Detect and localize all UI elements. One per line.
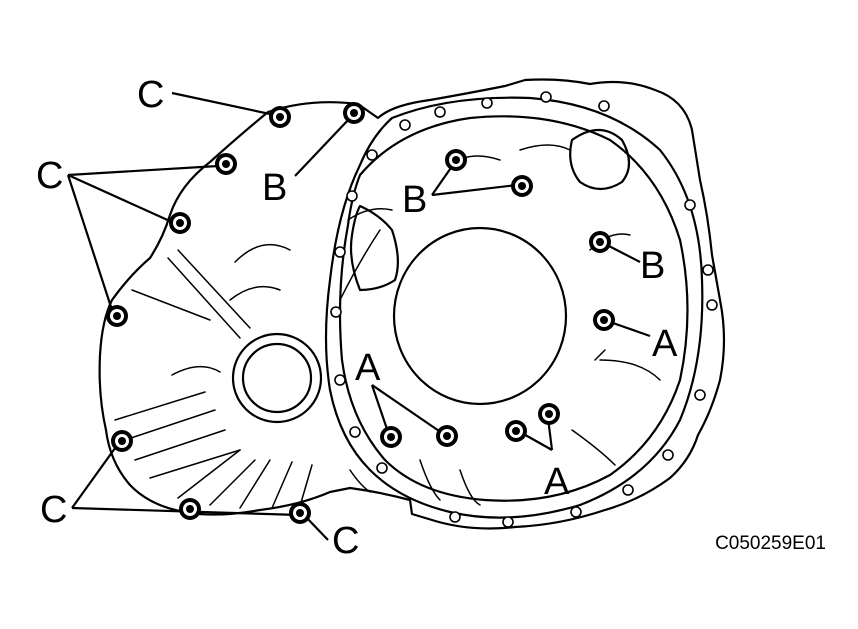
- callout-a-right: A: [652, 323, 678, 365]
- callout-b-left: B: [262, 167, 287, 209]
- flange-hole: [684, 199, 696, 211]
- flange-hole: [706, 299, 718, 311]
- callout-b-right: B: [640, 245, 665, 287]
- flange-hole: [598, 100, 610, 112]
- leader-b-right: [604, 243, 641, 263]
- bolt-b: [589, 231, 611, 253]
- bolt-b: [511, 175, 533, 197]
- callout-a-lower-right: A: [544, 461, 570, 503]
- bolt-c: [169, 212, 191, 234]
- flange-hole: [334, 246, 346, 258]
- flange-hole: [434, 106, 446, 118]
- leader-b-left: [294, 117, 351, 177]
- bolt-a: [538, 403, 560, 425]
- flange-hole: [662, 449, 674, 461]
- leader-c-bl-1: [71, 443, 119, 509]
- flange-holes: [330, 91, 718, 528]
- differential-boss-inner: [241, 342, 313, 414]
- bolt-b: [445, 149, 467, 171]
- bolts: [106, 102, 615, 524]
- leader-c-left-1: [67, 164, 219, 177]
- bolt-c: [269, 106, 291, 128]
- flange-hole: [622, 484, 634, 496]
- upper-boss: [569, 128, 631, 191]
- flange-hole: [449, 511, 461, 523]
- flange-hole: [330, 306, 342, 318]
- figure-code: C050259E01: [715, 533, 826, 554]
- bell-flange-outer: [324, 96, 704, 519]
- housing-outline: [98, 78, 726, 530]
- callout-c-bottom-right: C: [332, 520, 359, 562]
- flange-hole: [481, 97, 493, 109]
- flange-hole: [570, 506, 582, 518]
- leader-a-ll-1: [370, 384, 390, 433]
- callout-b-middle: B: [402, 179, 427, 221]
- flange-hole: [376, 462, 388, 474]
- flange-hole: [349, 426, 361, 438]
- bolt-a: [436, 425, 458, 447]
- flange-hole: [366, 149, 378, 161]
- flange-hole: [502, 516, 514, 528]
- leader-c-top: [171, 91, 271, 116]
- flange-hole: [702, 264, 714, 276]
- bolt-c: [289, 502, 311, 524]
- rib-4: [177, 449, 313, 509]
- rib-2: [131, 289, 211, 321]
- flange-hole: [334, 374, 346, 386]
- callout-c-bottom-left: C: [40, 489, 67, 531]
- flange-hole: [540, 91, 552, 103]
- leader-c-left-3: [66, 174, 114, 311]
- differential-boss-outer: [231, 332, 323, 424]
- leader-a-right: [609, 320, 651, 338]
- rib-3: [114, 391, 241, 479]
- bolt-c: [106, 305, 128, 327]
- leader-b-mid-2: [431, 183, 518, 197]
- leader-c-left-2: [67, 173, 173, 224]
- flange-hole: [694, 389, 706, 401]
- bolt-c: [215, 153, 237, 175]
- bolt-a: [505, 420, 527, 442]
- bolt-c: [179, 498, 201, 520]
- callout-c-top: C: [137, 74, 164, 116]
- flange-hole: [399, 119, 411, 131]
- bolt-a: [380, 426, 402, 448]
- leader-c-br: [304, 515, 329, 541]
- callout-c-left: C: [36, 155, 63, 197]
- flange-hole: [346, 190, 358, 202]
- leader-a-ll-2: [371, 384, 443, 434]
- callout-a-lower-left: A: [355, 347, 381, 389]
- center-bore: [392, 226, 568, 406]
- bolt-c: [111, 430, 133, 452]
- bell-flange-inner: [338, 115, 689, 502]
- rear-bulge: [349, 204, 399, 292]
- bolt-b: [343, 102, 365, 124]
- rib-1: [167, 249, 251, 339]
- bolt-a: [593, 309, 615, 331]
